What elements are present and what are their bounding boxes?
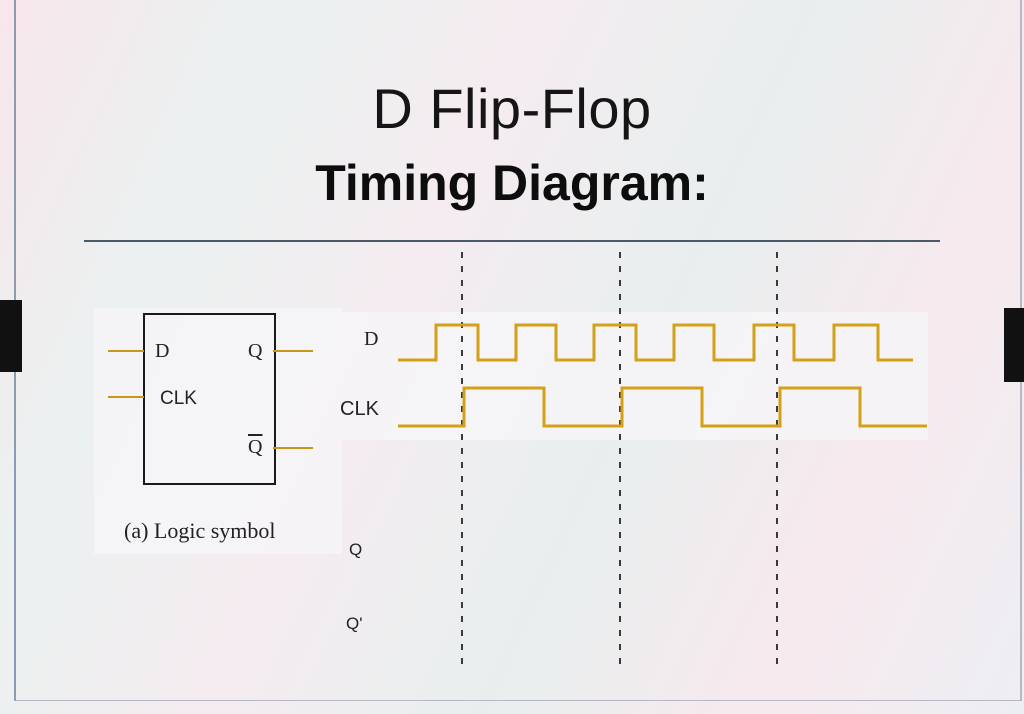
signal-clk-label: CLK: [340, 398, 379, 420]
logic-symbol-panel: [94, 308, 342, 554]
qbar-output-lead: [273, 447, 313, 449]
clock-edge-markers: [461, 252, 778, 672]
clk-waveform: [398, 386, 927, 428]
pin-d-label: D: [155, 340, 170, 362]
d-input-lead: [108, 350, 144, 352]
q-output-lead: [273, 350, 313, 352]
right-side-tab: [1004, 308, 1024, 382]
slide-title: D Flip-Flop: [372, 77, 652, 140]
logic-symbol-caption: (a) Logic symbol: [124, 518, 276, 543]
pin-q-label: Q: [248, 340, 263, 362]
signal-d-label: D: [364, 328, 379, 350]
pin-qbar-label: Q: [248, 436, 263, 458]
signal-qprime-label: Q': [346, 614, 363, 633]
d-waveform: [398, 323, 913, 362]
signal-q-label: Q: [349, 540, 363, 559]
flip-flop-block: [143, 313, 276, 485]
title-divider: [84, 240, 940, 242]
left-side-tab: [0, 300, 22, 372]
slide-subtitle: Timing Diagram:: [315, 155, 709, 211]
clk-input-lead: [108, 396, 144, 398]
pin-clk-label: CLK: [160, 388, 197, 409]
